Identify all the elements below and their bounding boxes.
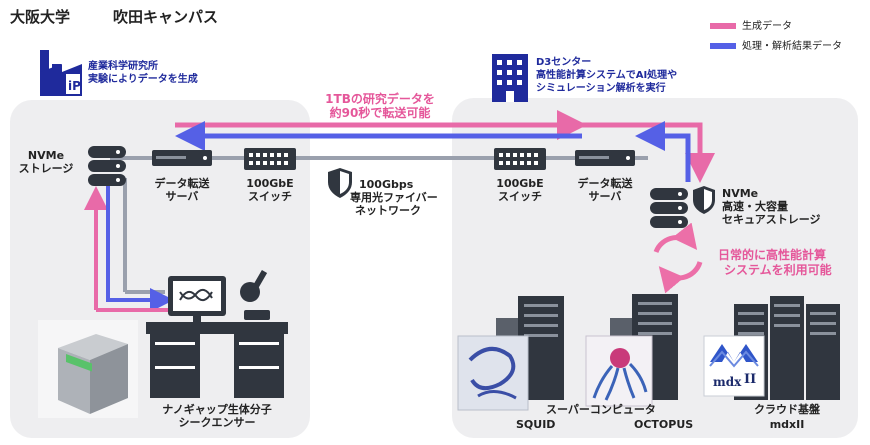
right-nvme-storage-icon <box>650 188 688 228</box>
left-switch-label-1: 100GbE <box>246 177 294 190</box>
microscope-icon <box>240 269 270 320</box>
storage-to-pc-arrow <box>106 186 174 312</box>
left-transfer-label-1: データ転送 <box>154 177 210 190</box>
left-switch-label-2: スイッチ <box>248 190 292 203</box>
left-switch-icon <box>244 148 296 170</box>
right-storage-label-2: 高速・大容量 <box>722 200 788 213</box>
right-result-arrow <box>635 121 691 182</box>
header-org: 大阪大学 <box>10 8 71 26</box>
left-transfer-server-icon <box>152 150 212 166</box>
legend-results-label: 処理・解析結果データ <box>742 41 842 52</box>
institute-desc: 実験によりデータを生成 <box>88 74 198 85</box>
left-transfer-label-2: サーバ <box>165 190 199 203</box>
sequencer-label-2: シークエンサー <box>178 416 256 429</box>
svg-text:iP: iP <box>68 79 81 93</box>
right-storage-label-3: セキュアストレージ <box>722 213 821 226</box>
cloud-label: クラウド基盤 <box>754 403 820 416</box>
cycle-arrows-icon <box>653 222 703 294</box>
mdx-label: mdxII <box>769 418 805 431</box>
sequencer-device-image <box>38 320 138 418</box>
legend-results-swatch <box>710 43 736 49</box>
supercomputer-label: スーパーコンピュータ <box>546 403 656 416</box>
left-storage-label-1: NVMe <box>27 149 65 162</box>
squid-label: SQUID <box>516 418 556 431</box>
octopus-label: OCTOPUS <box>634 418 694 431</box>
building-icon <box>492 54 528 102</box>
network-label-3: ネットワーク <box>355 204 421 217</box>
institute-name: 産業科学研究所 <box>88 61 158 72</box>
d3-center-name: D3センター <box>536 57 592 68</box>
sequencer-label-1: ナノギャップ生体分子 <box>162 403 272 416</box>
header-campus: 吹田キャンパス <box>113 8 219 26</box>
octopus-artwork-image <box>585 335 653 407</box>
right-transfer-server-icon <box>575 150 635 166</box>
right-switch-label-1: 100GbE <box>496 177 544 190</box>
left-nvme-storage-icon <box>88 146 126 186</box>
pc-monitor-icon <box>168 276 226 322</box>
right-switch-icon <box>494 148 546 170</box>
right-storage-shield-icon <box>693 186 715 214</box>
daily-use-label-2: システムを利用可能 <box>724 263 832 277</box>
d3-center-desc-1: 高性能計算システムでAI処理や <box>536 70 678 81</box>
right-switch-label-2: スイッチ <box>498 190 542 203</box>
right-transfer-label-2: サーバ <box>588 190 622 203</box>
d3-center-desc-2: シミュレーション解析を実行 <box>536 83 666 94</box>
mdx-logo-numeral: II <box>744 372 757 387</box>
right-transfer-label-1: データ転送 <box>577 177 633 190</box>
mdx-logo-text: mdx <box>713 375 742 389</box>
left-storage-label-2: ストレージ <box>18 162 74 175</box>
network-shield-icon <box>328 168 352 198</box>
right-storage-label-1: NVMe <box>722 187 759 200</box>
transfer-note-1: 1TBの研究データを <box>325 92 435 106</box>
right-generated-arrow <box>582 122 715 183</box>
network-label-1: 100Gbps <box>359 178 414 191</box>
squid-artwork-image <box>457 335 529 411</box>
lab-desk-icon <box>146 322 288 398</box>
mdx-logo <box>703 335 765 397</box>
transfer-note-2: 約90秒で転送可能 <box>329 106 431 120</box>
factory-icon: iP <box>40 50 82 96</box>
daily-use-label-1: 日常的に高性能計算 <box>718 248 827 262</box>
network-label-2: 専用光ファイバー <box>350 191 438 204</box>
legend-generated-label: 生成データ <box>742 21 792 32</box>
legend-generated-swatch <box>710 23 736 29</box>
